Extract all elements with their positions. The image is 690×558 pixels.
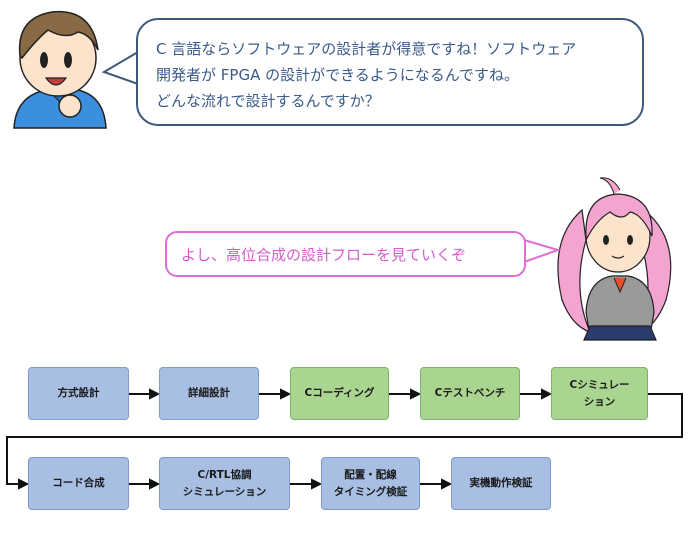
girl-character-icon	[557, 177, 672, 341]
bubble-girl-text: よし、高位合成の設計フローを見ていくぞ	[181, 246, 467, 264]
boy-character-icon	[13, 10, 107, 129]
flow-step-c-testbench: Cテストベンチ	[420, 367, 520, 420]
flow-step-label: C/RTL協調	[197, 468, 252, 481]
flow-step-label: 方式設計	[57, 387, 100, 399]
bubble-line-1: C 言語ならソフトウェアの設計者が得意ですね！ソフトウェア	[156, 40, 577, 58]
speech-bubble-tail-pink	[521, 239, 562, 263]
flow-step-label: シミュレーション	[182, 485, 267, 498]
speech-bubble-boy: C 言語ならソフトウェアの設計者が得意ですね！ソフトウェア 開発者が FPGA …	[136, 18, 644, 126]
flow-step-c-rtl-cosimulation: C/RTL協調 シミュレーション	[159, 457, 290, 510]
flow-step-architecture-design: 方式設計	[28, 367, 129, 420]
bubble-line-2: 開発者が FPGA の設計ができるようになるんですね。	[156, 66, 520, 84]
flow-step-label: ション	[583, 395, 616, 408]
flow-step-detailed-design: 詳細設計	[159, 367, 259, 420]
flow-step-c-coding: Cコーディング	[290, 367, 389, 420]
flow-step-label: 詳細設計	[188, 387, 230, 399]
flow-step-label: Cテストベンチ	[434, 387, 506, 399]
bubble-line-3: どんな流れで設計するんですか？	[156, 92, 380, 110]
flow-step-code-synthesis: コード合成	[28, 457, 129, 510]
flow-step-label: Cコーディング	[304, 387, 375, 399]
flow-connectors	[6, 388, 683, 490]
flow-step-c-simulation: Cシミュレー ション	[551, 367, 648, 420]
flow-step-label: 実機動作検証	[469, 477, 533, 489]
flow-step-place-route-timing: 配置・配線 タイミング検証	[321, 457, 420, 510]
flow-step-label: コード合成	[52, 477, 105, 489]
flow-step-label: 配置・配線	[344, 468, 397, 481]
flow-step-label: Cシミュレー	[569, 378, 630, 391]
flow-step-label: タイミング検証	[333, 485, 408, 498]
speech-bubble-girl: よし、高位合成の設計フローを見ていくぞ	[165, 231, 526, 277]
flow-step-hardware-verification: 実機動作検証	[451, 457, 551, 510]
